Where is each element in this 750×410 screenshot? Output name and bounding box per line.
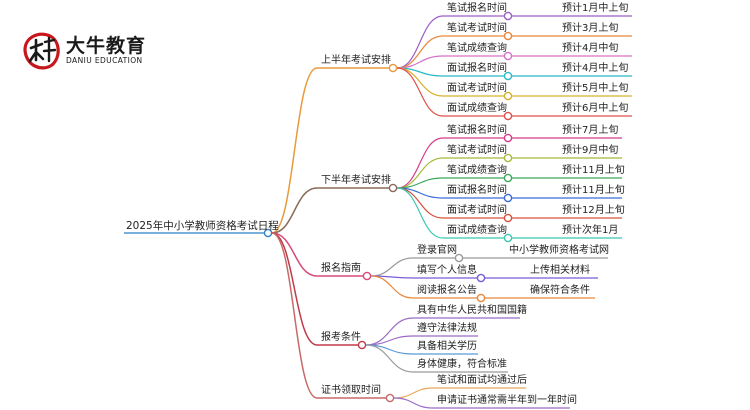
- leaf-value-2-0: 中小学教师资格考试网: [509, 245, 609, 256]
- child-label-3-0: 具有中华人民共和国国籍: [417, 305, 527, 316]
- child-dot-1-0: [503, 133, 513, 143]
- branch-connector-4: [271, 232, 318, 399]
- child-connector-0-0: [396, 15, 444, 69]
- child-dot-2-1: [476, 273, 486, 283]
- child-dot-0-1: [503, 31, 513, 41]
- child-label-1-5: 面试成绩查询: [447, 225, 507, 236]
- leaf-value-1-5: 预计次年1月: [562, 225, 619, 236]
- child-dot-0-0: [503, 11, 513, 21]
- child-connector-4-1: [393, 397, 434, 409]
- child-dot-2-0: [454, 253, 464, 263]
- branch-label-0: 上半年考试安排: [321, 55, 391, 66]
- child-dot-1-4: [503, 213, 513, 223]
- child-label-3-1: 遵守法律法规: [417, 323, 477, 334]
- child-connector-0-5: [396, 67, 444, 117]
- leaf-value-0-0: 预计1月中上旬: [562, 3, 629, 14]
- child-dot-1-2: [503, 173, 513, 183]
- leaf-value-0-3: 预计4月中上旬: [562, 63, 629, 74]
- child-dot-0-3: [503, 71, 513, 81]
- child-label-4-1: 申请证书通常需半年到一年时间: [437, 395, 577, 406]
- child-dot-1-3: [503, 193, 513, 203]
- branch-connector-2: [271, 232, 318, 277]
- leaf-value-1-1: 预计9月中旬: [562, 145, 619, 156]
- child-dot-1-1: [503, 153, 513, 163]
- child-connector-4-0: [393, 387, 434, 399]
- branch-connector-1: [271, 187, 318, 234]
- child-label-1-4: 面试考试时间: [447, 205, 507, 216]
- branch-label-3: 报考条件: [321, 332, 361, 343]
- child-label-2-1: 填写个人信息: [417, 265, 477, 276]
- leaf-value-2-2: 确保符合条件: [530, 285, 590, 296]
- child-label-0-4: 面试考试时间: [447, 83, 507, 94]
- child-label-0-1: 笔试考试时间: [447, 23, 507, 34]
- child-label-0-2: 笔试成绩查询: [447, 43, 507, 54]
- branch-dot-3: [357, 340, 367, 350]
- child-label-3-2: 具备相关学历: [417, 341, 477, 352]
- branch-label-4: 证书领取时间: [321, 385, 381, 396]
- child-connector-2-0: [370, 257, 414, 277]
- child-label-3-3: 身体健康，符合标准: [417, 359, 507, 370]
- child-dot-0-4: [503, 91, 513, 101]
- child-label-1-1: 笔试考试时间: [447, 145, 507, 156]
- child-label-0-0: 笔试报名时间: [447, 3, 507, 14]
- child-dot-1-5: [503, 233, 513, 243]
- root-node-label: 2025年中小学教师资格考试日程: [126, 220, 279, 232]
- branch-dot-2: [362, 271, 372, 281]
- child-label-0-3: 面试报名时间: [447, 63, 507, 74]
- child-connector-3-3: [365, 344, 414, 373]
- daniu-logo-icon: [23, 32, 60, 70]
- logo-brand: 大牛教育: [66, 35, 147, 57]
- child-label-0-5: 面试成绩查询: [447, 103, 507, 114]
- leaf-value-0-1: 预计3月上旬: [562, 23, 619, 34]
- child-dot-2-2: [476, 293, 486, 303]
- leaf-value-1-4: 预计12月上旬: [562, 205, 625, 216]
- leaf-value-1-2: 预计11月上旬: [562, 165, 625, 176]
- child-connector-0-1: [396, 35, 444, 69]
- child-connector-1-5: [396, 187, 444, 239]
- leaf-value-2-1: 上传相关材料: [530, 265, 590, 276]
- child-connector-1-0: [396, 137, 444, 189]
- leaf-value-0-5: 预计6月中上旬: [562, 103, 629, 114]
- child-dot-0-2: [503, 51, 513, 61]
- child-label-1-0: 笔试报名时间: [447, 125, 507, 136]
- branch-connector-3: [271, 232, 318, 346]
- branch-dot-1: [388, 183, 398, 193]
- logo-subtitle: DANIU EDUCATION: [66, 56, 143, 65]
- child-label-2-2: 阅读报名公告: [417, 285, 477, 296]
- branch-label-1: 下半年考试安排: [321, 175, 391, 186]
- child-label-1-3: 面试报名时间: [447, 185, 507, 196]
- root-node-dot: [263, 228, 273, 238]
- leaf-value-0-2: 预计4月中旬: [562, 43, 619, 54]
- child-label-4-0: 笔试和面试均通过后: [437, 375, 527, 386]
- branch-dot-4: [385, 393, 395, 403]
- branch-connector-0: [271, 67, 318, 234]
- logo: 大牛教育 DANIU EDUCATION: [20, 28, 150, 72]
- branch-dot-0: [388, 63, 398, 73]
- child-label-2-0: 登录官网: [417, 245, 457, 256]
- child-label-1-2: 笔试成绩查询: [447, 165, 507, 176]
- leaf-value-0-4: 预计5月中上旬: [562, 83, 629, 94]
- leaf-value-1-3: 预计11月上旬: [562, 185, 625, 196]
- child-connector-2-2: [370, 275, 414, 299]
- branch-label-2: 报名指南: [321, 263, 361, 274]
- child-dot-0-5: [503, 111, 513, 121]
- leaf-value-1-0: 预计7月上旬: [562, 125, 619, 136]
